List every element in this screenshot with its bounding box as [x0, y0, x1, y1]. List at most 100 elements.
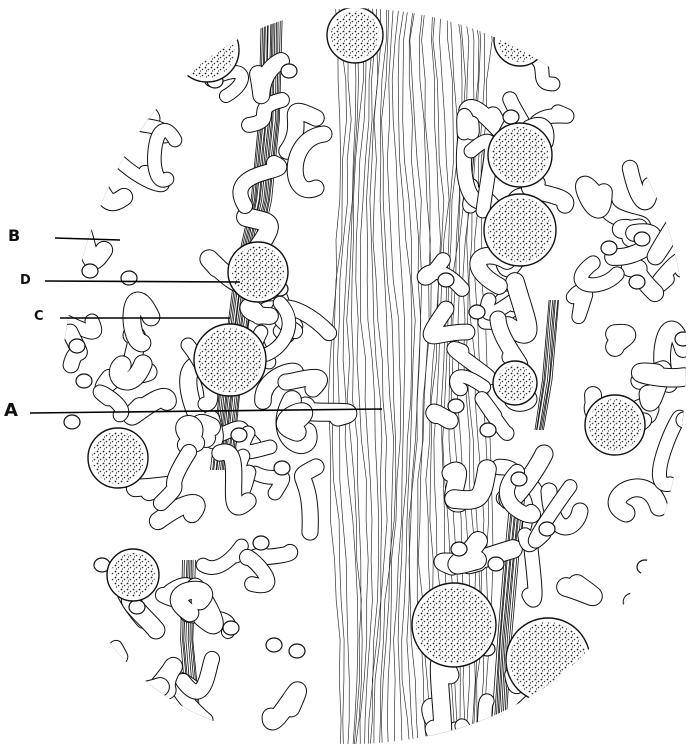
tubule-fill	[464, 115, 473, 133]
tubule-fill	[61, 6, 104, 62]
cell-granules	[589, 399, 641, 451]
tubule-fill	[659, 417, 680, 484]
fiber-strand	[347, 0, 362, 747]
tubule-end	[281, 64, 297, 78]
tubule-end	[253, 536, 269, 550]
tubule-outline	[92, 109, 108, 128]
tubule-end	[511, 472, 527, 486]
cell-granules	[617, 637, 653, 673]
cell-granules	[510, 622, 586, 698]
tubule-fill	[97, 184, 124, 202]
tubule-end	[76, 374, 92, 388]
tubule-fill	[641, 372, 684, 378]
field-of-view	[42, 0, 688, 747]
tubule-fill	[684, 412, 688, 420]
cell-granules	[111, 553, 155, 597]
cell-granules	[416, 587, 492, 663]
tubule-fill	[42, 42, 78, 78]
tubule-fill	[648, 87, 663, 160]
tubule-end	[601, 241, 617, 255]
tubule-fill	[573, 694, 594, 717]
cell-membrane	[613, 633, 657, 677]
label-b: B	[8, 228, 20, 244]
cell-granules	[488, 198, 552, 262]
tubule-fill	[120, 687, 160, 703]
tubule-end	[69, 339, 85, 353]
tubule-end	[64, 626, 80, 640]
tubule-fill	[155, 52, 178, 57]
tubule-end	[266, 638, 282, 652]
tubule-end	[671, 653, 687, 667]
tubule-end	[101, 60, 117, 74]
cell-granules	[498, 18, 542, 62]
tubule-fill	[127, 105, 151, 120]
tubule-fill	[573, 292, 586, 317]
tubule-outline	[183, 0, 200, 41]
tubule-outline	[684, 412, 688, 420]
cell-granules	[497, 365, 533, 401]
tubule-outline	[156, 5, 185, 35]
tubule-outline	[120, 687, 160, 703]
tubule-fill	[566, 584, 593, 596]
tubule-fill	[584, 25, 621, 90]
tubule-fill	[546, 14, 585, 24]
tubule-end	[129, 600, 145, 614]
tubule-outline	[134, 58, 144, 108]
cell-granules	[232, 246, 284, 298]
tubule-fill	[184, 424, 196, 445]
tubule-fill	[615, 334, 626, 347]
tubule-end	[629, 275, 645, 289]
tubule-fill	[632, 602, 657, 642]
tubule-end	[223, 621, 239, 635]
tubule-fill	[584, 184, 604, 209]
tubule-fill	[653, 589, 688, 618]
tubule-end	[274, 461, 290, 475]
tubule-fill	[286, 412, 304, 432]
tubule-end	[448, 399, 464, 413]
tubule-outline	[653, 589, 688, 618]
tubule-fill	[630, 168, 650, 202]
tubule-outline	[127, 105, 151, 120]
tubule-outline	[573, 694, 594, 717]
tubule-end	[101, 27, 117, 41]
tubule-outline	[155, 52, 178, 57]
tubule-fill	[494, 728, 519, 736]
cell-granules	[492, 127, 548, 183]
tubule-end	[438, 273, 454, 287]
tubule-fill	[255, 552, 290, 557]
tubule-fill	[66, 713, 82, 736]
tubule-fill	[657, 650, 688, 710]
tubule-end	[675, 332, 688, 346]
tubule-outline	[598, 11, 617, 48]
tubule-end	[121, 271, 137, 285]
tubule-fill	[598, 11, 617, 48]
tubule-end	[231, 428, 247, 442]
tubule-fill	[92, 109, 108, 128]
cell-granules	[179, 22, 235, 78]
tubule-outline	[648, 87, 663, 160]
tubule-fill	[456, 376, 484, 389]
tubule-end	[646, 653, 662, 667]
tubule-outline	[567, 700, 592, 738]
tubule-outline	[494, 728, 519, 736]
tubule-outline	[657, 650, 688, 710]
tubule-fill	[567, 700, 592, 738]
tubule-end	[451, 542, 467, 556]
tubule-end	[82, 264, 98, 278]
tubule-outline	[584, 25, 621, 90]
tubule-fill	[156, 5, 185, 35]
tubule-fill	[547, 685, 562, 700]
tubule-end	[637, 560, 653, 574]
tubule-outline	[546, 14, 585, 24]
cell-granules	[331, 11, 379, 59]
tubule-end	[469, 305, 485, 319]
leader-line-d	[45, 281, 240, 282]
cell-granules	[198, 328, 262, 392]
tubule-end	[503, 110, 519, 124]
tubule-fill	[126, 68, 150, 90]
cell-granules	[92, 432, 144, 484]
tubule-fill	[434, 660, 450, 742]
tubule-fill	[178, 731, 200, 739]
